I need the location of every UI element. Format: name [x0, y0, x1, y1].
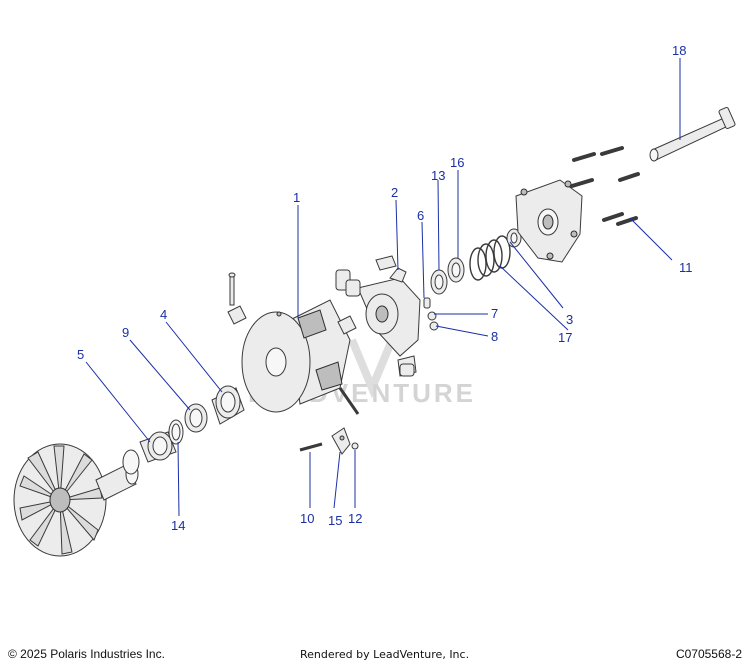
leader-lines	[85, 58, 681, 517]
callout-14: 14	[171, 518, 185, 533]
copyright-notice: © 2025 Polaris Industries Inc.	[8, 647, 165, 661]
ring-part-5	[122, 431, 177, 475]
callout-3: 3	[566, 312, 573, 327]
callout-17: 17	[558, 330, 572, 345]
spring-part-17	[469, 235, 511, 281]
fixed-sheave-part	[13, 443, 139, 557]
callout-18: 18	[672, 43, 686, 58]
long-bolt-part-18	[649, 106, 736, 162]
callout-16: 16	[450, 155, 464, 170]
spider-part-2	[335, 255, 421, 377]
pin-part-10	[299, 442, 323, 452]
nut-part-12	[351, 442, 359, 450]
bushing-part-3	[506, 228, 522, 248]
callout-12: 12	[348, 511, 362, 526]
callout-8: 8	[491, 329, 498, 344]
roller-part	[399, 363, 415, 377]
ring-part-13	[430, 269, 448, 295]
callout-10: 10	[300, 511, 314, 526]
callout-1: 1	[293, 190, 300, 205]
button-part-6	[423, 297, 431, 309]
diagram-id: C0705568-2	[675, 647, 742, 661]
bushing-part-4	[211, 385, 245, 425]
bolt-parts-11	[570, 146, 640, 226]
rendered-by-credit: Rendered by LeadVenture, Inc.	[300, 648, 470, 661]
ring-part-16	[447, 257, 465, 283]
moveable-sheave-part-1	[227, 272, 360, 415]
callouts: 1 2 3 4 5 6 7 8 9 10 11 12 13 14 15 16 1…	[77, 43, 693, 533]
callout-9: 9	[122, 325, 129, 340]
weight-part-15	[331, 427, 351, 455]
callout-2: 2	[391, 185, 398, 200]
callout-13: 13	[431, 168, 445, 183]
callout-5: 5	[77, 347, 84, 362]
callout-11: 11	[679, 260, 693, 275]
cover-part	[515, 179, 583, 263]
shim-part-7	[427, 311, 437, 321]
callout-6: 6	[417, 208, 424, 223]
ring-part-9	[184, 403, 208, 433]
callout-4: 4	[160, 307, 167, 322]
callout-7: 7	[491, 306, 498, 321]
callout-15: 15	[328, 513, 342, 528]
ring-part-14	[168, 419, 184, 445]
